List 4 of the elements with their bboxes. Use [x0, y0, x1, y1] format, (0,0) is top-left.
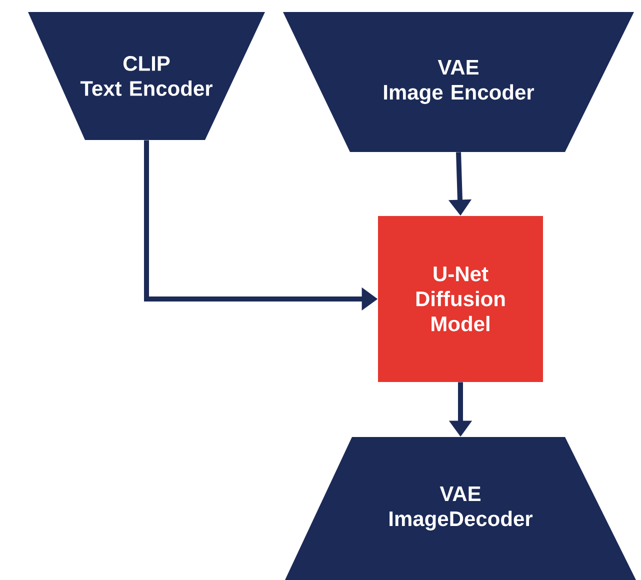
encoder-trapezoid: VAE Image Encoder	[283, 12, 634, 152]
encoder-trapezoid: CLIP Text Encoder	[28, 12, 265, 140]
decoder-trapezoid: VAE ImageDecoder	[285, 437, 636, 580]
model-box: U-Net Diffusion Model	[378, 216, 543, 382]
